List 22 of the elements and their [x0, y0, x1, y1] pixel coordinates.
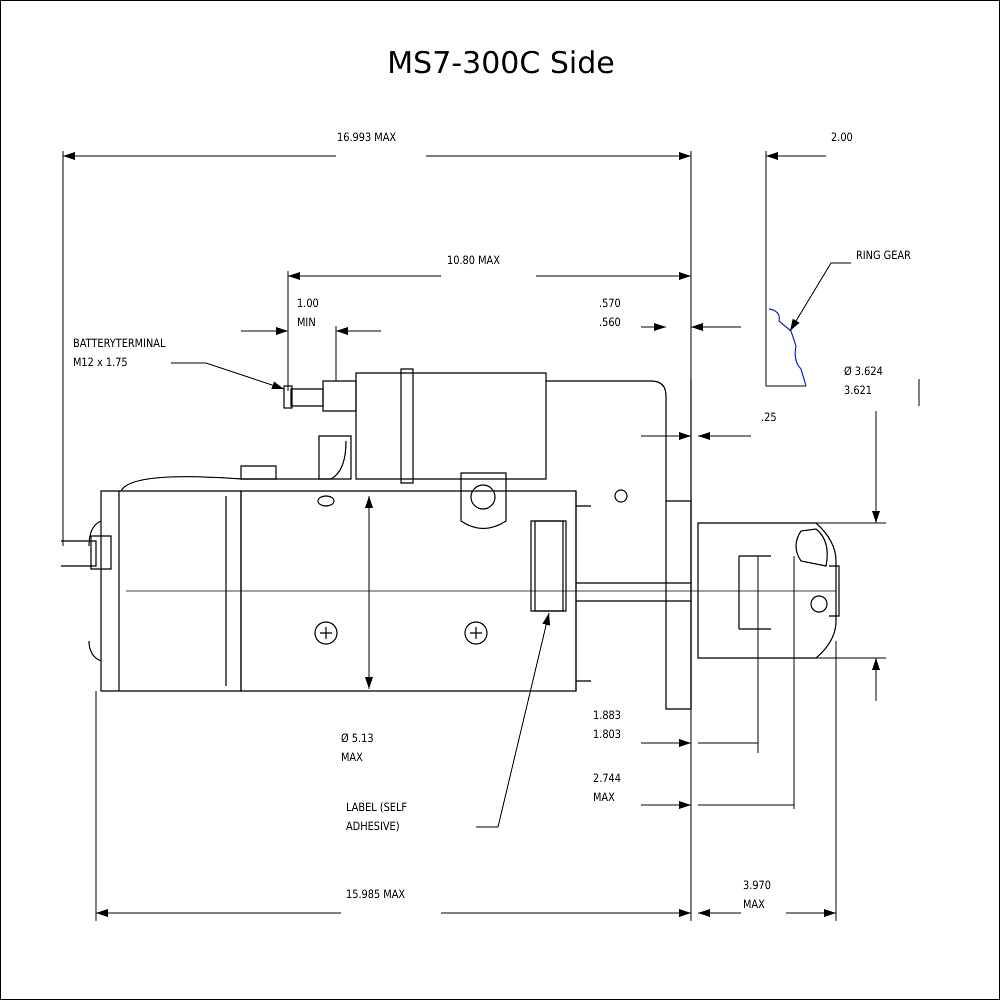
dimension-value: 2.744 MAX [593, 770, 622, 806]
dimension-value: 10.80 MAX [447, 252, 501, 269]
callout-text: BATTERYTERMINAL M12 x 1.75 [73, 334, 175, 372]
dimension-value: 16.993 MAX [337, 129, 398, 146]
leader-line [790, 262, 852, 332]
dimension-value: 3.970 MAX [743, 877, 772, 913]
leader-line [170, 362, 284, 390]
drawing-title: MS7-300C Side [386, 45, 616, 83]
dimension-value: Ø 3.624 3.621 [844, 363, 884, 399]
dimension-value: 1.00 MIN [297, 295, 320, 331]
callout-text: LABEL (SELF ADHESIVE) [346, 798, 456, 836]
dimension-value: 15.985 MAX [346, 886, 406, 903]
dimension-value: 2.00 [831, 129, 854, 146]
dimension-value: Ø 5.13 MAX [341, 730, 375, 766]
dimension-value: .570 .560 [599, 295, 622, 331]
label-area [534, 520, 564, 612]
callout-text: RING GEAR [856, 246, 924, 265]
dimension-value: 1.883 1.803 [593, 707, 622, 743]
leader-line [476, 612, 550, 828]
terminal-stud [283, 385, 293, 409]
dimension-value: .25 [761, 409, 778, 426]
ring-gear-profile [768, 308, 807, 386]
